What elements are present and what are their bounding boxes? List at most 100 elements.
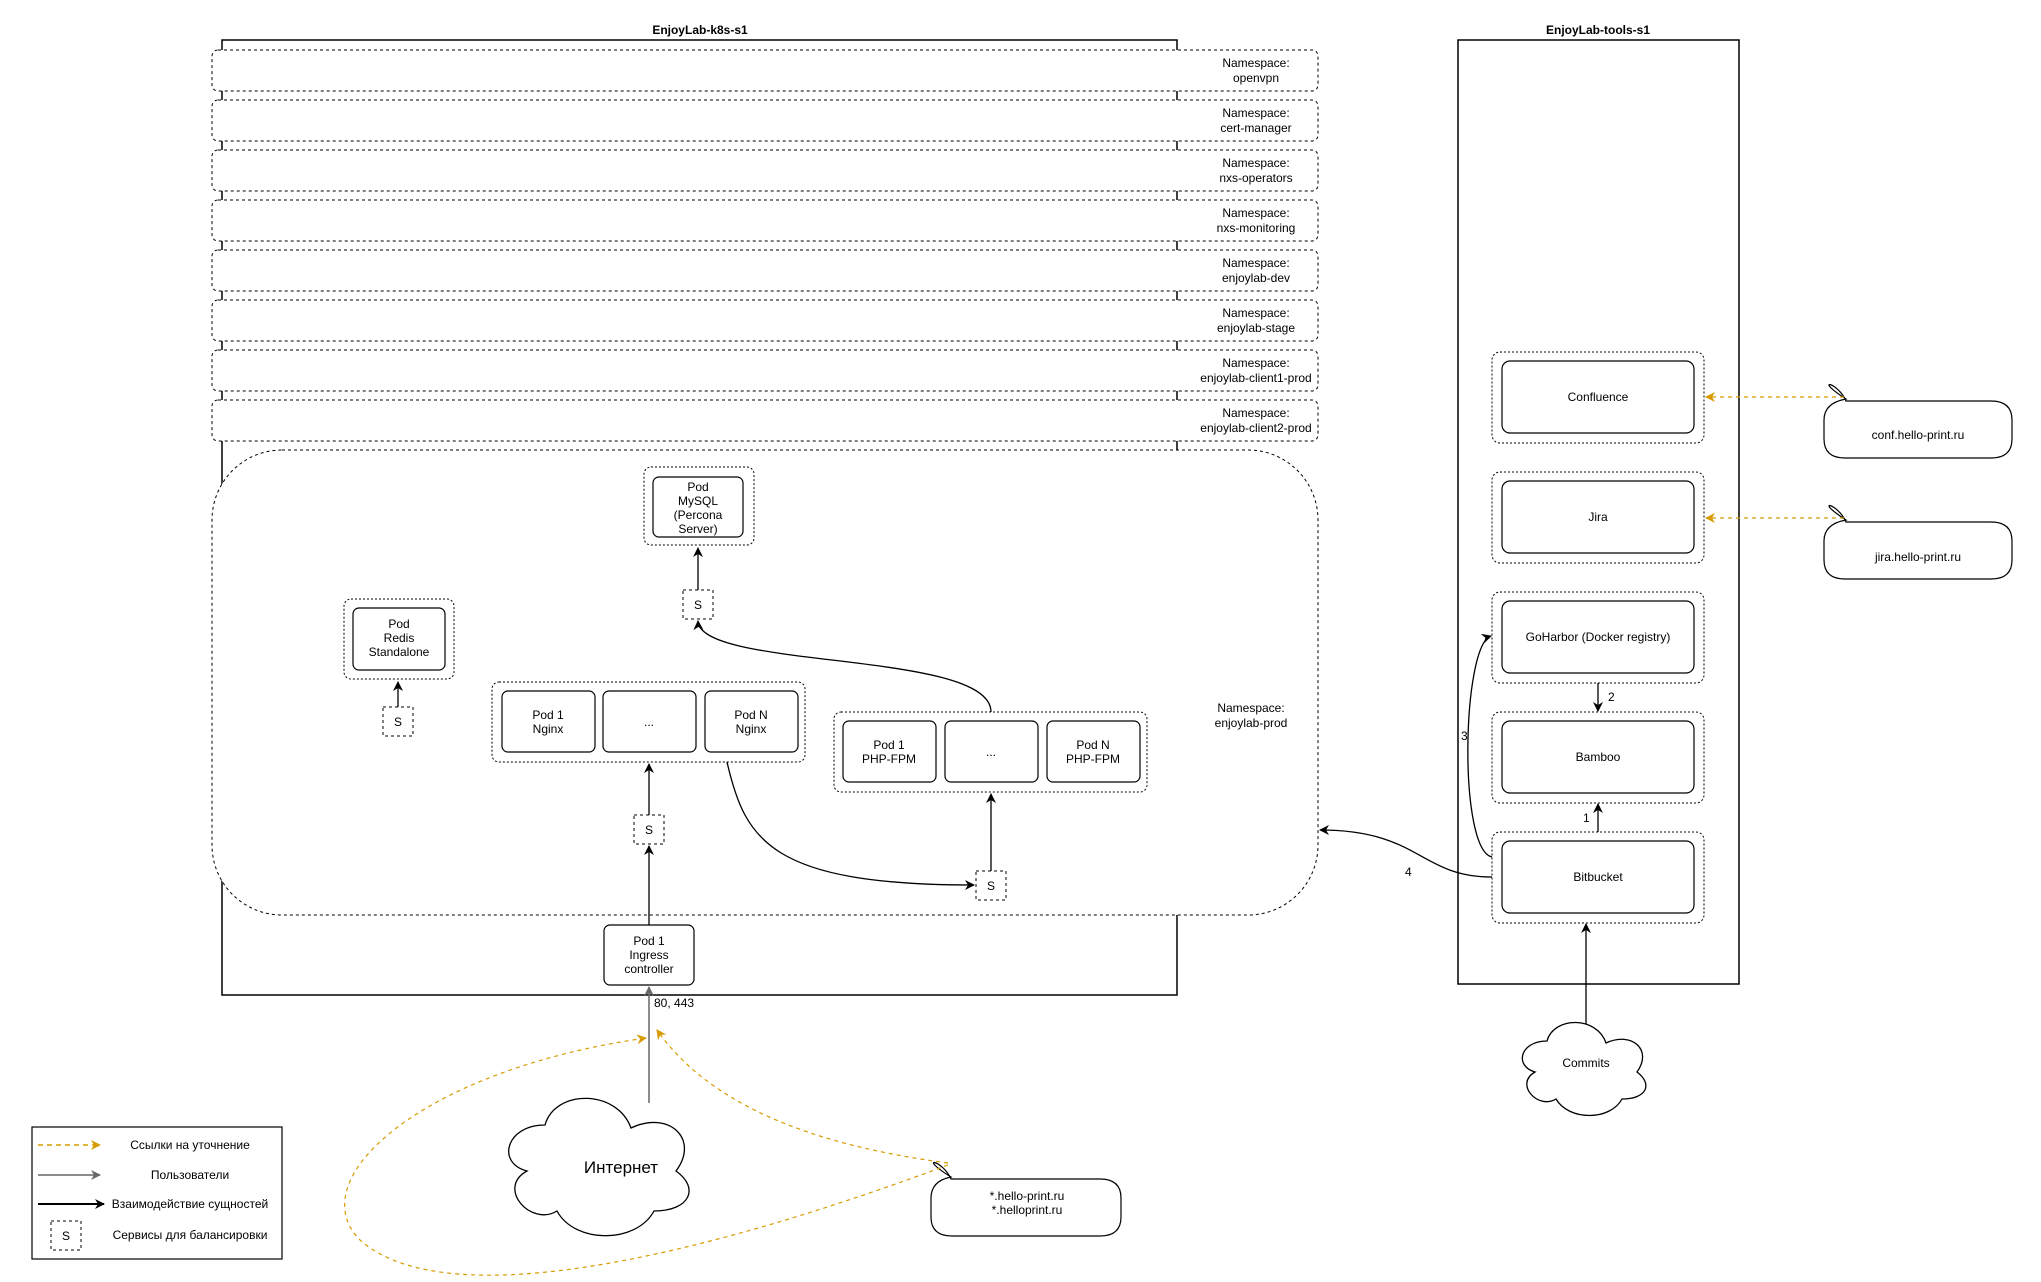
pod-group-php: Pod 1 PHP-FPM ... Pod N PHP-FPM (833, 711, 1148, 793)
pod-line: Pod N (1076, 738, 1109, 752)
arrow-php-to-mysql-service (693, 620, 992, 713)
pod-line: MySQL (678, 494, 718, 508)
legend-item: Пользователи (38, 1168, 229, 1182)
pod-line: (Percona (674, 508, 723, 522)
pod-line: Nginx (736, 722, 767, 736)
pod-line: Pod 1 (532, 708, 564, 722)
step-label: 4 (1405, 865, 1412, 879)
callout-text: conf.hello-print.ru (1872, 428, 1965, 442)
callout-text: *.hello-print.ru (990, 1189, 1065, 1203)
ports-label: 80, 443 (654, 996, 694, 1010)
pod-line: Nginx (533, 722, 564, 736)
namespace-row: Namespace: enjoylab-client2-prod (211, 399, 1319, 442)
namespace-row: Namespace: openvpn (211, 49, 1319, 92)
namespace-name: enjoylab-prod (1215, 716, 1288, 730)
namespace-row: Namespace: enjoylab-client1-prod (211, 349, 1319, 392)
step-label: 3 (1461, 729, 1468, 743)
namespace-name: openvpn (1233, 71, 1279, 85)
legend-text: Ссылки на уточнение (130, 1138, 250, 1152)
tool-goharbor: GoHarbor (Docker registry) (1491, 591, 1705, 684)
namespace-name: enjoylab-client2-prod (1200, 421, 1311, 435)
callout-confluence-url: conf.hello-print.ru (1823, 384, 2013, 459)
legend-item: S Сервисы для балансировки (50, 1220, 268, 1251)
namespace-label: Namespace: (1217, 701, 1284, 715)
pod-line: Pod (388, 617, 409, 631)
service-label: S (987, 879, 995, 893)
tool-confluence: Confluence (1491, 351, 1705, 444)
link-domains-to-ingress-via-internet (344, 1034, 949, 1276)
legend-item: Ссылки на уточнение (38, 1138, 250, 1152)
service-php: S (975, 870, 1007, 901)
k8s-connections (393, 547, 996, 925)
namespace-label: Namespace: (1222, 306, 1289, 320)
legend-text: Пользователи (151, 1168, 229, 1182)
namespace-name: cert-manager (1220, 121, 1291, 135)
namespace-label: Namespace: (1222, 206, 1289, 220)
step-label: 2 (1608, 690, 1615, 704)
namespace-row: Namespace: enjoylab-stage (211, 299, 1319, 342)
tool-bamboo: Bamboo (1491, 711, 1705, 804)
legend-text: Сервисы для балансировки (113, 1228, 268, 1242)
legend-item: Взаимодействие сущностей (38, 1197, 268, 1211)
legend: Ссылки на уточнение Пользователи Взаимод… (31, 1126, 283, 1260)
namespace-label: Namespace: (1222, 56, 1289, 70)
service-mysql: S (682, 589, 714, 620)
namespace-label: Namespace: (1222, 356, 1289, 370)
namespace-name: enjoylab-client1-prod (1200, 371, 1311, 385)
service-nginx: S (633, 814, 665, 845)
link-domains-to-ingress (656, 1029, 949, 1164)
pod-placeholder: ... (986, 745, 996, 759)
arrow-bitbucket-to-goharbor (1467, 633, 1493, 858)
service-label: S (694, 598, 702, 612)
namespace-row: Namespace: nxs-monitoring (211, 199, 1319, 242)
pod-line: Standalone (369, 645, 430, 659)
cloud-label: Commits (1562, 1056, 1609, 1070)
pod-mysql: Pod MySQL (Percona Server) (643, 466, 755, 546)
cloud-label: Интернет (584, 1158, 658, 1177)
tool-bitbucket: Bitbucket (1491, 831, 1705, 924)
pod-redis: Pod Redis Standalone (343, 598, 455, 680)
pod-line: Pod N (734, 708, 767, 722)
namespace-label: Namespace: (1222, 256, 1289, 270)
tool-label: Bamboo (1576, 750, 1621, 764)
step-label: 1 (1583, 811, 1590, 825)
tool-label: Bitbucket (1573, 870, 1623, 884)
service-label: S (62, 1229, 70, 1243)
k8s-cluster-title: EnjoyLab-k8s-s1 (652, 23, 748, 37)
service-redis: S (382, 706, 414, 737)
namespace-row: Namespace: enjoylab-dev (211, 249, 1319, 292)
pod-placeholder: ... (644, 715, 654, 729)
pod-line: PHP-FPM (862, 752, 916, 766)
pod-line: Server) (678, 522, 717, 536)
pod-line: Pod 1 (633, 934, 665, 948)
tool-jira: Jira (1491, 471, 1705, 564)
pod-line: Redis (384, 631, 415, 645)
pod-line: controller (624, 962, 673, 976)
service-label: S (645, 823, 653, 837)
namespace-name: nxs-operators (1219, 171, 1292, 185)
tool-label: Confluence (1568, 390, 1629, 404)
pod-group-nginx: Pod 1 Nginx ... Pod N Nginx (491, 681, 806, 763)
callout-jira-url: jira.hello-print.ru (1823, 505, 2013, 580)
namespace-name: enjoylab-dev (1222, 271, 1290, 285)
namespace-row: Namespace: cert-manager (211, 99, 1319, 142)
pod-line: PHP-FPM (1066, 752, 1120, 766)
tool-label: GoHarbor (Docker registry) (1526, 630, 1671, 644)
service-label: S (394, 715, 402, 729)
namespace-name: enjoylab-stage (1217, 321, 1295, 335)
callout-text: *.helloprint.ru (992, 1203, 1063, 1217)
arrow-nginx-to-php-service (726, 761, 975, 890)
pod-line: Pod 1 (873, 738, 905, 752)
callout-text: jira.hello-print.ru (1874, 550, 1961, 564)
namespace-list: Namespace: openvpn Namespace: cert-manag… (211, 49, 1319, 442)
namespace-label: Namespace: (1222, 406, 1289, 420)
pod-line: Pod (687, 480, 708, 494)
namespace-row: Namespace: nxs-operators (211, 149, 1319, 192)
namespace-label: Namespace: (1222, 156, 1289, 170)
tool-label: Jira (1588, 510, 1608, 524)
reference-links (344, 392, 1844, 1276)
tools-cluster-title: EnjoyLab-tools-s1 (1546, 23, 1650, 37)
pod-ingress: Pod 1 Ingress controller (603, 924, 695, 986)
cloud-internet: Интернет (508, 1097, 690, 1237)
